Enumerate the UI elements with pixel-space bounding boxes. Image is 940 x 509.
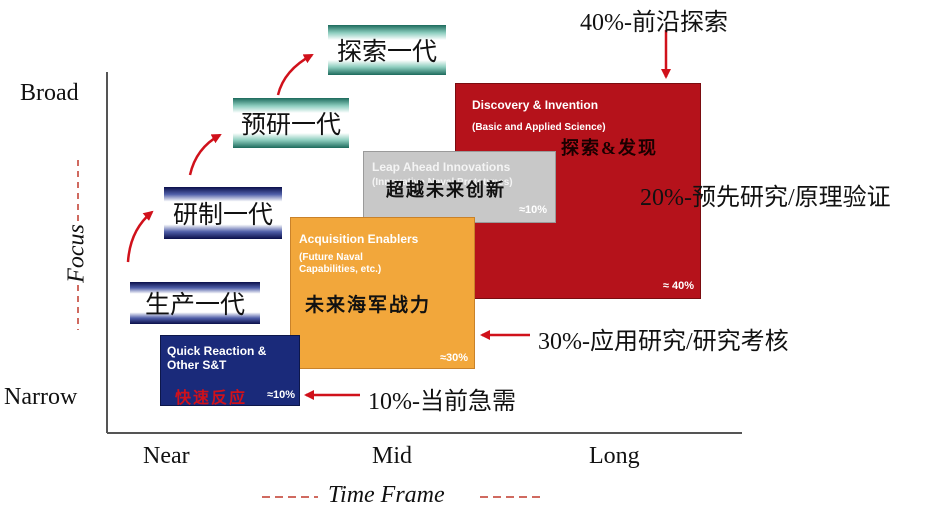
box-leap-ahead: Leap Ahead Innovations (Innovative Naval… [363, 151, 556, 223]
generation-production: 生产一代 [130, 282, 260, 324]
generation-arrow-1 [126, 210, 154, 263]
generation-arrow-3 [276, 53, 314, 96]
x-axis-title: Time Frame [328, 482, 445, 508]
annotation-quick-reaction: 10%-当前急需 [368, 389, 516, 415]
y-axis-title: Focus [63, 224, 90, 283]
discovery-cn-label: 探索&发现 [561, 138, 658, 158]
x-tick-long: Long [589, 443, 640, 469]
acquisition-cn-label: 未来海军战力 [305, 295, 432, 316]
leap-ahead-cn-label: 超越未来创新 [386, 180, 506, 200]
generation-preresearch: 预研一代 [233, 98, 349, 148]
annotation-leap-ahead: 20%-预先研究/原理验证 [640, 185, 891, 211]
leap-ahead-pct: ≈10% [518, 204, 547, 216]
quick-reaction-cn-label: 快速反应 [175, 390, 248, 407]
x-tick-near: Near [143, 443, 190, 469]
discovery-subtitle: (Basic and Applied Science) [472, 122, 606, 133]
discovery-pct: ≈ 40% [662, 280, 694, 292]
quick-reaction-pct: ≈10% [266, 389, 295, 401]
x-tick-mid: Mid [372, 443, 413, 469]
acquisition-subtitle: (Future Naval Capabilities, etc.) [299, 252, 382, 275]
annotation-discovery: 40%-前沿探索 [580, 10, 728, 36]
quick-reaction-title: Quick Reaction & Other S&T [167, 344, 267, 372]
discovery-title: Discovery & Invention [472, 98, 599, 112]
generation-development: 研制一代 [164, 187, 282, 239]
box-quick-reaction: Quick Reaction & Other S&T 快速反应 ≈10% [160, 335, 300, 407]
generation-exploration: 探索一代 [328, 25, 446, 75]
y-axis-top-label: Broad [20, 80, 79, 106]
acquisition-title: Acquisition Enablers [299, 232, 419, 246]
leap-ahead-title: Leap Ahead Innovations [372, 160, 511, 174]
box-acquisition: Acquisition Enablers (Future Naval Capab… [290, 217, 475, 369]
y-axis-bottom-label: Narrow [4, 384, 78, 410]
acquisition-pct: ≈30% [439, 352, 468, 364]
generation-arrow-2 [188, 133, 222, 176]
leap-ahead-subtitle: (Innovative Naval Prototypes) [372, 177, 513, 188]
annotation-acquisition: 30%-应用研究/研究考核 [538, 329, 789, 355]
